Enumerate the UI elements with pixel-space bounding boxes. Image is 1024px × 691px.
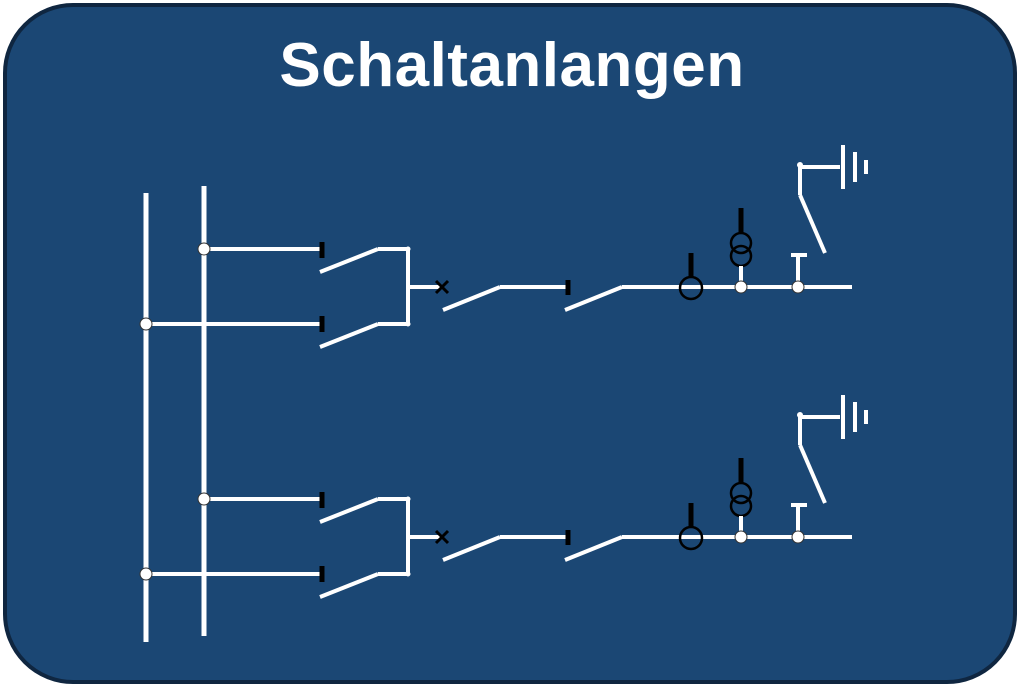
feeder-top bbox=[140, 145, 866, 347]
page-title: Schaltanlangen bbox=[279, 31, 745, 100]
feeder-bottom bbox=[140, 395, 866, 597]
diagram-card bbox=[3, 3, 1017, 684]
